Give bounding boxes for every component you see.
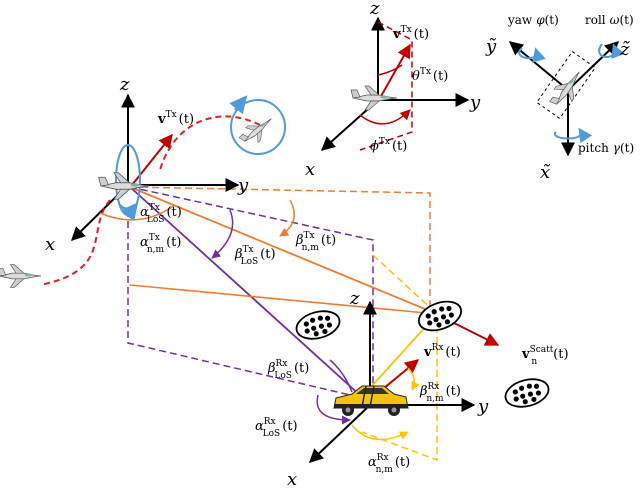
tx-to-scatterer-path [129,186,438,315]
theta-tx-label: θTx(t) [412,67,448,84]
y-tilde-axis-label: ỹ [485,36,497,57]
rx-y-axis-label: y [477,396,489,417]
aircraft-icon-rotating [236,110,279,151]
rx-x-axis-label: x [287,469,297,489]
tx-trajectory-dashed [159,115,261,171]
yaw-rotation-arrow [518,47,546,63]
tx-z-axis-label: z [119,74,130,95]
aircraft-rotation-arrow [229,95,248,115]
aircraft-rotation-circle [230,99,286,155]
rx-car-icon [333,385,409,416]
los-dashed-box-group [127,186,374,397]
tx-velocity-label: vTx(t) [157,110,194,127]
pitch-rotation-arrow [553,127,593,144]
alpha-los-rx-arc [316,394,351,425]
tx-rotation-arrow [119,202,139,222]
rx-z-axis-label: z [349,288,360,309]
beta-los-tx-arc [211,209,234,259]
orientation-dashed-box [359,21,413,151]
tx-y-axis-label: y [237,175,249,196]
rx-scatter-dashed-box [361,254,438,462]
beta-nm-tx-arc [279,199,295,237]
x-tilde-axis-label: x̃ [540,162,551,183]
orientation-x-axis-label: x [305,159,315,180]
orientation-y-axis-label: y [469,92,481,113]
scatterer-cluster-left [292,305,344,345]
orientation-velocity-arrow [379,43,411,99]
tx-to-scatterer-projection [129,284,438,315]
tx-x-axis-label: x [45,234,55,255]
orientation-aircraft-icon [350,85,398,111]
orientation-velocity-label: vTx(t) [392,25,429,42]
theta-tx-arc [377,64,403,76]
body-frame-box [536,50,596,120]
tx-velocity-arrow [131,133,173,186]
scatterer-cluster-right [501,373,553,413]
beta-nm-rx-arc [407,367,420,391]
tx-aircraft-icon [98,172,150,200]
los-dashed-box-lower [127,210,351,396]
phi-tx-arc [359,109,411,125]
tx-trajectory-dashed-lower [39,199,111,286]
los-dashed-box [129,186,374,397]
alpha-nm-rx-arc [351,424,409,441]
roll-rotation-arrow [598,43,625,59]
los-path-group [129,186,363,398]
z-tilde-axis-label: z̃ [619,39,630,60]
orientation-z-axis-label: z [369,0,380,19]
beta-los-rx-arc [329,359,353,393]
rx-velocity-label: vRx(t) [423,343,461,360]
los-path [129,186,363,398]
alpha-los-tx-arc [99,204,176,221]
aircraft-icon-left [0,264,42,288]
phi-tx-label: ϕTx(t) [370,137,407,154]
